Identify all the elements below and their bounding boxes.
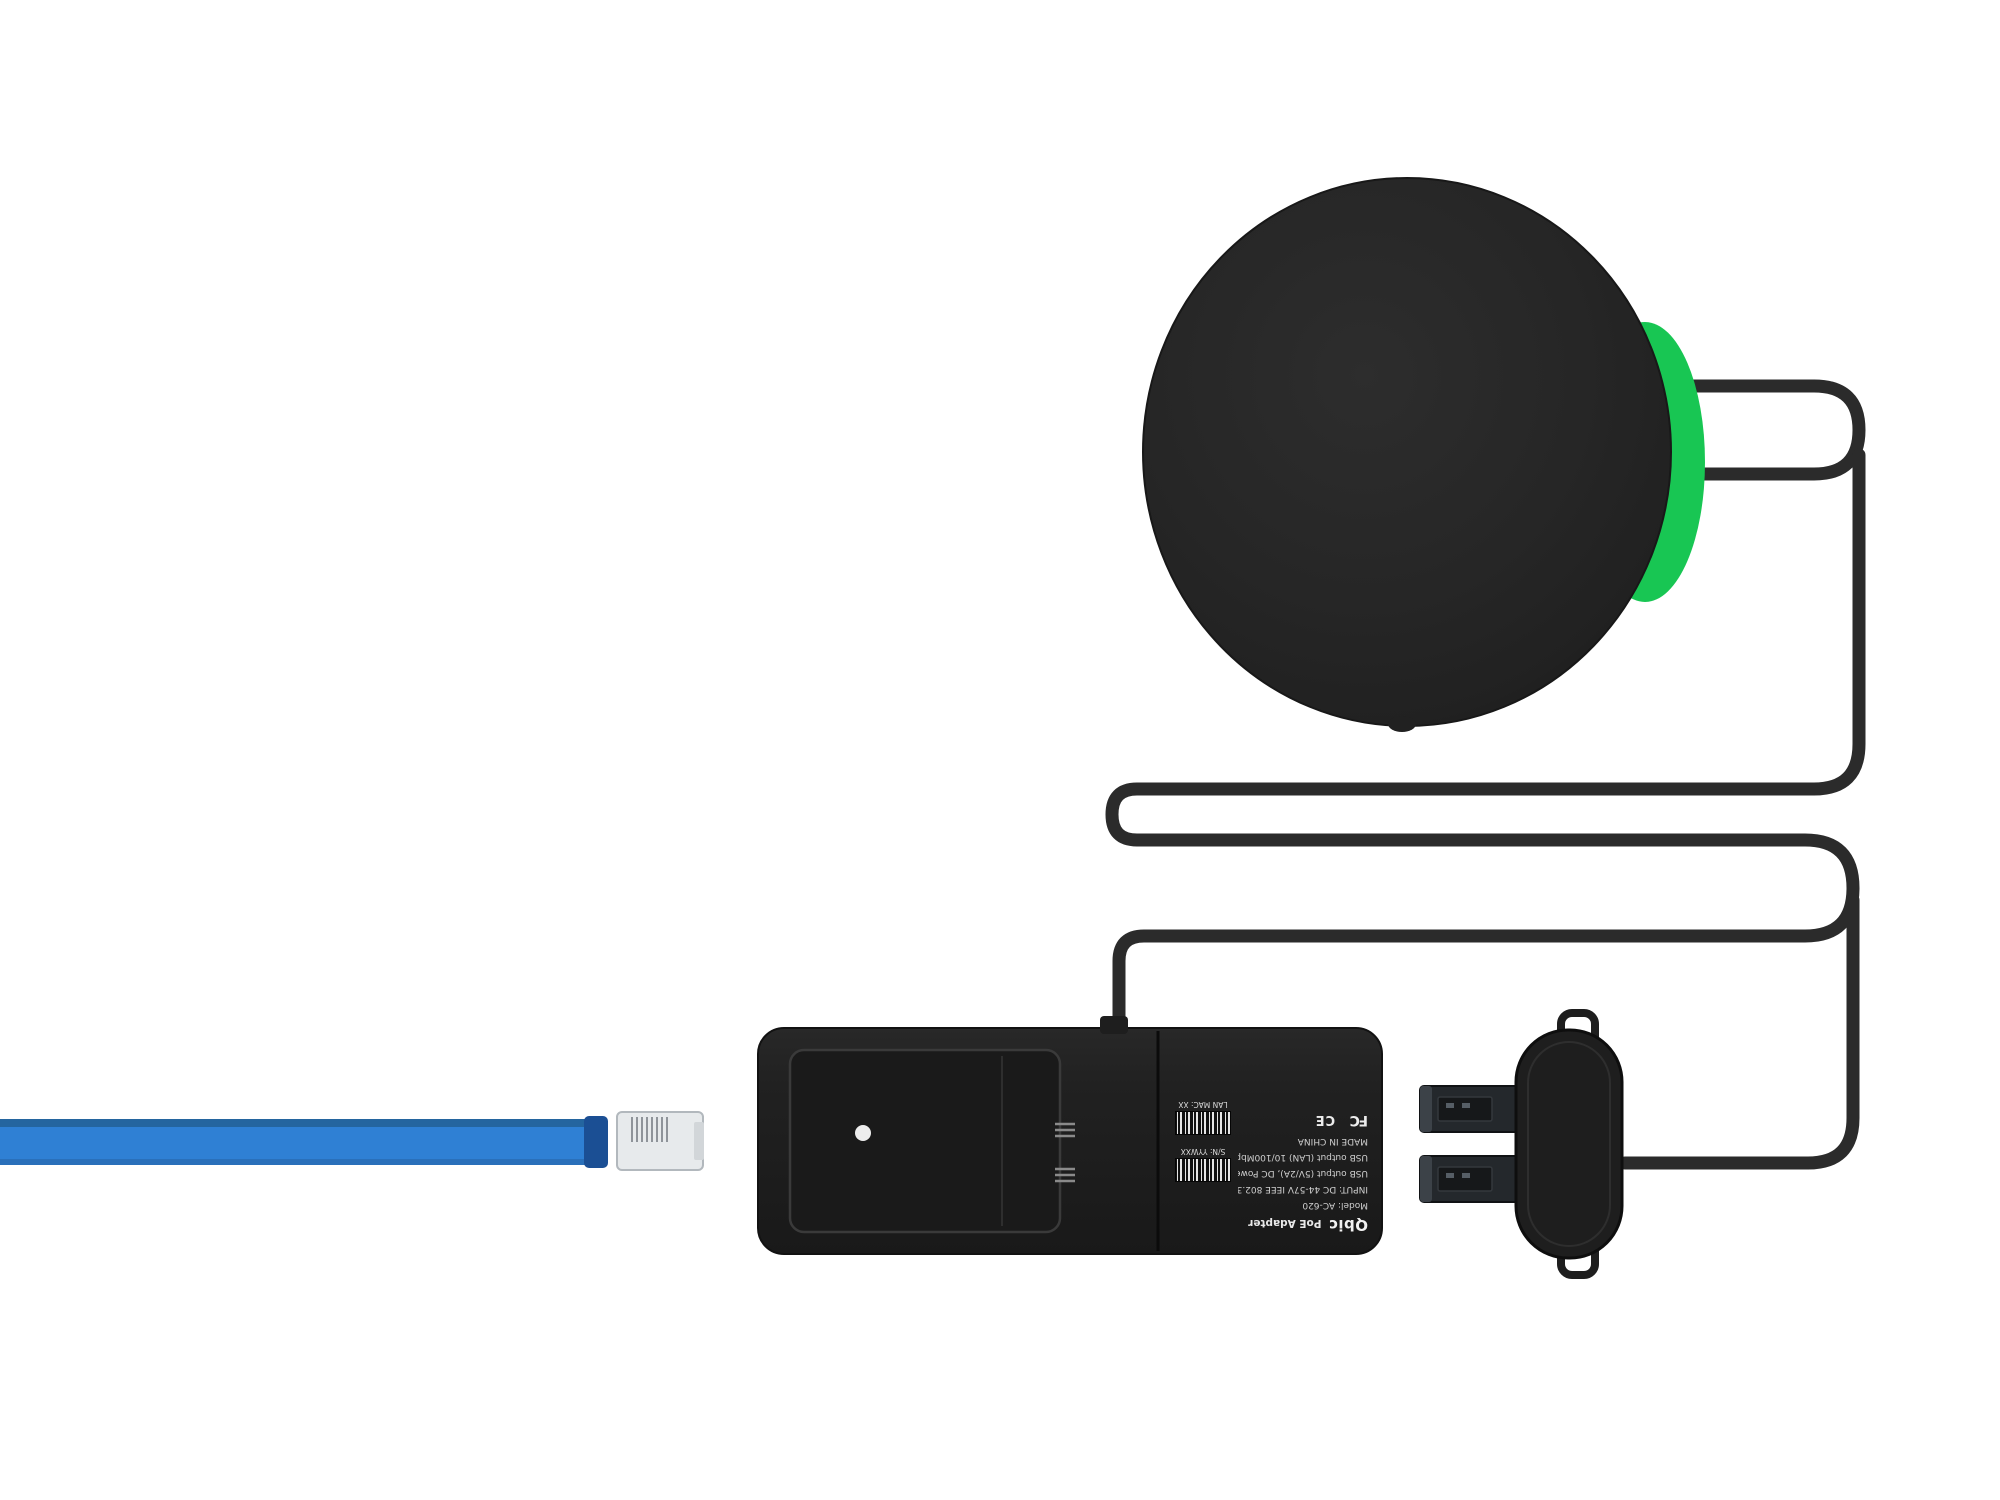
usb-plug-bottom (1419, 1155, 1521, 1203)
rj45-tip (694, 1122, 704, 1160)
adapter-label-barcodes: S/N: YYWXX LAN MAC: XX (1174, 1048, 1232, 1234)
label-model: Model: AC-620 (1302, 1200, 1368, 1210)
usb-plug-top (1419, 1085, 1521, 1133)
ethernet-cable-top-edge (0, 1119, 586, 1127)
adapter-vent-marks (1055, 1122, 1075, 1183)
adapter-label-text: Qbic PoE Adapter Model: AC-620 INPUT: DC… (1238, 1048, 1368, 1234)
adapter-top-tab (1100, 1016, 1128, 1034)
mount-plate (1514, 1028, 1624, 1260)
label-mac: LAN MAC: XX (1178, 1100, 1228, 1109)
rj45-connector (616, 1111, 704, 1171)
power-cable-to-connector (1618, 893, 1860, 1170)
label-serial: S/N: YYWXX (1180, 1147, 1226, 1156)
puck-device (1142, 177, 1672, 727)
rj45-pins (631, 1117, 668, 1142)
mac-code-block: LAN MAC: XX (1175, 1100, 1231, 1135)
serial-code-block: S/N: YYWXX (1175, 1147, 1231, 1182)
fcc-mark: FC (1351, 1111, 1368, 1128)
label-made-in: MADE IN CHINA (1297, 1135, 1368, 1146)
serial-barcode (1175, 1158, 1231, 1182)
adapter-screw-dot (855, 1125, 871, 1141)
mount-plate-inner-edge (1527, 1041, 1611, 1247)
label-marks-row: FC CE (1238, 1112, 1368, 1128)
mac-barcode (1175, 1111, 1231, 1135)
power-cable-serpentine (1105, 448, 1866, 1077)
label-brand-logo: Qbic (1328, 1216, 1368, 1234)
poe-adapter (757, 1016, 1383, 1255)
label-input-spec: INPUT: DC 44-57V IEEE 802.3af (1238, 1183, 1368, 1194)
label-brand-row: Qbic PoE Adapter (1238, 1216, 1368, 1234)
usb-mount-assembly (1419, 1009, 1624, 1279)
label-usb-lan-spec: USB output (LAN) 10/100Mbps (1238, 1151, 1368, 1162)
power-cable-top-loop (1638, 379, 1866, 481)
label-product-name: PoE Adapter (1248, 1217, 1322, 1229)
adapter-label: Qbic PoE Adapter Model: AC-620 INPUT: DC… (1168, 1040, 1374, 1242)
ethernet-cable-bottom-edge (0, 1159, 586, 1165)
mount-clip-bottom (1557, 1246, 1599, 1279)
puck-bottom-notch (1388, 716, 1416, 732)
adapter-recess (788, 1048, 1062, 1234)
ce-mark: CE (1314, 1112, 1336, 1128)
label-usb-power-spec: USB output (5V/2A), DC Power (1238, 1167, 1368, 1178)
mount-clip-top (1557, 1009, 1599, 1042)
ethernet-cable-boot (584, 1116, 608, 1168)
